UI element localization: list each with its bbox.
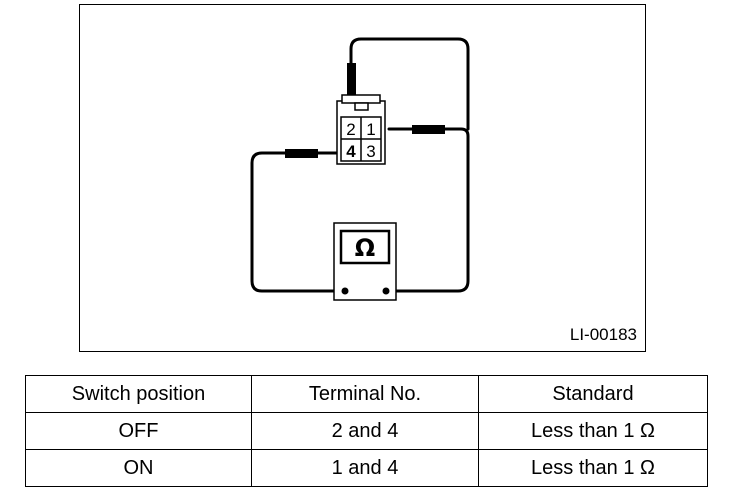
ohmmeter: Ω (333, 222, 397, 301)
pin-label: 1 (366, 120, 375, 139)
column-header: Switch position (25, 375, 252, 413)
wiring-diagram: 2 1 4 3 Ω LI-00183 (79, 4, 646, 352)
table-row: ON 1 and 4 Less than 1 Ω (25, 449, 708, 487)
probe-left (285, 149, 318, 158)
column-header: Standard (478, 375, 708, 413)
table-cell: Less than 1 Ω (478, 449, 708, 487)
probe-right (412, 125, 445, 134)
table-header-row: Switch position Terminal No. Standard (25, 375, 708, 413)
ohm-icon: Ω (355, 234, 375, 262)
probe-top (347, 63, 356, 95)
table-cell: Less than 1 Ω (478, 412, 708, 450)
connector: 2 1 4 3 (336, 94, 386, 165)
wire-pin1 (387, 127, 470, 293)
pin-label: 2 (346, 120, 355, 139)
table-cell: 1 and 4 (251, 449, 479, 487)
spec-table: Switch position Terminal No. Standard OF… (25, 375, 708, 487)
table-cell: 2 and 4 (251, 412, 479, 450)
meter-terminal-neg (341, 287, 349, 295)
pin-label: 3 (366, 142, 375, 161)
meter-terminal-pos (382, 287, 390, 295)
pin-label: 4 (346, 142, 356, 161)
table-cell: ON (25, 449, 252, 487)
table-row: OFF 2 and 4 Less than 1 Ω (25, 412, 708, 450)
wire-pin2-loop (349, 37, 470, 131)
figure-id: LI-00183 (569, 325, 637, 344)
table-cell: OFF (25, 412, 252, 450)
circuit-svg: 2 1 4 3 Ω (250, 37, 470, 301)
wire-pin4 (250, 151, 347, 293)
column-header: Terminal No. (251, 375, 479, 413)
